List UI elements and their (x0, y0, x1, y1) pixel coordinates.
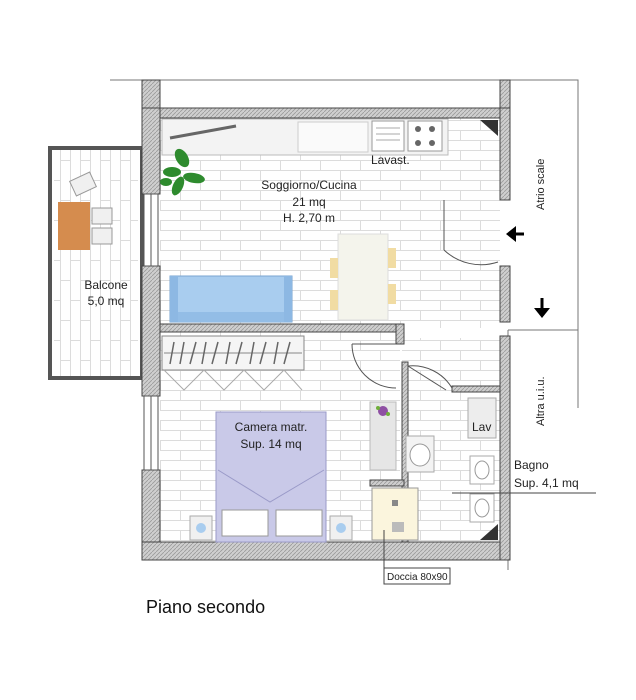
bedroom-door (351, 343, 397, 389)
wardrobe-icon (161, 335, 305, 391)
stair-hall-label: Atrio scale (535, 159, 547, 210)
shower-label: Doccia 80x90 (387, 572, 448, 583)
shower-tray-icon (371, 487, 419, 541)
nightstand-left-icon (189, 515, 213, 541)
bidet-icon (469, 493, 495, 523)
sofa-icon (169, 275, 293, 323)
cooktop-icon (407, 120, 443, 152)
balcony-name: Balcone (84, 278, 128, 292)
bathroom-door (407, 365, 453, 391)
arrow-entrance-icon (506, 226, 524, 242)
shower-label-box (383, 567, 451, 585)
shafts (480, 120, 498, 540)
balcony-outline (48, 146, 144, 380)
bedroom-name: Camera matr. (235, 420, 308, 434)
windows (143, 193, 159, 471)
balcony-area: 5,0 mq (88, 294, 125, 308)
living-room-name: Soggiorno/Cucina (261, 178, 357, 192)
bathroom-name: Bagno (514, 458, 549, 472)
entrance-door (443, 200, 499, 266)
kitchen-sink-label: Lavast. (371, 153, 410, 167)
outer-walls (141, 79, 511, 561)
desk-icon (369, 401, 397, 471)
living-room-area: 21 mq (292, 195, 325, 209)
sink-icon (371, 120, 405, 152)
arrow-down-icon (534, 298, 550, 318)
toilet-icon (469, 455, 495, 485)
bedroom-area: Sup. 14 mq (240, 437, 301, 451)
kitchen-counter (161, 118, 449, 156)
living-room-height: H. 2,70 m (283, 211, 335, 225)
washer-icon (467, 397, 497, 439)
balcony-table-icon (58, 171, 113, 250)
washbasin-icon (405, 435, 435, 473)
bathroom-area: Sup. 4,1 mq (514, 476, 579, 490)
other-unit-label: Altra u.i.u. (535, 376, 547, 426)
floor-title: Piano secondo (146, 597, 266, 617)
dining-table-icon (330, 233, 396, 321)
bed-icon (215, 411, 327, 543)
plant-icon (160, 148, 205, 196)
interior-walls (159, 323, 501, 543)
washbasin-label: Lav (472, 420, 491, 434)
nightstand-right-icon (329, 515, 353, 541)
balcony-floor (54, 150, 138, 376)
